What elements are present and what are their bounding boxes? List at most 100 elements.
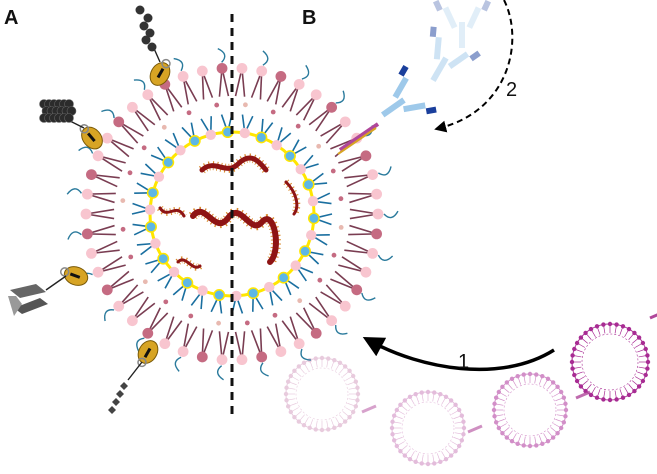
micelle-tail — [506, 382, 513, 390]
micelle-head — [493, 395, 499, 400]
micelle-tail — [538, 435, 543, 444]
lipid-anchor-linker — [337, 127, 377, 155]
protein-cluster-bead — [64, 113, 74, 123]
process-arrows — [362, 0, 555, 372]
inner-lipid-head — [277, 271, 290, 284]
anchor-ring — [161, 58, 171, 69]
ligand-tether — [127, 361, 143, 381]
outer-lipid-head — [81, 188, 93, 200]
inner-lipid-head — [144, 204, 156, 215]
inner-lipid-head — [307, 212, 320, 225]
micelle-tail — [339, 414, 346, 422]
sirna-strand — [158, 206, 186, 218]
cholesterol-dot — [214, 102, 220, 108]
outer-lipid-head — [86, 247, 97, 259]
micelle-tail — [631, 380, 640, 387]
cholesterol-dot — [161, 124, 167, 130]
inner-lipid-head — [197, 285, 208, 296]
antibody — [433, 0, 491, 48]
inner-lipid-head — [264, 281, 275, 293]
inner-lipid-head — [168, 266, 180, 278]
outer-lipid-head — [142, 89, 154, 101]
outer-lipid-head — [293, 338, 305, 350]
anchor-ring — [59, 267, 70, 277]
micelle-tail — [637, 371, 646, 376]
micelle-tail — [290, 407, 299, 413]
micelle-ligand — [467, 424, 483, 434]
cholesterol-dot — [243, 102, 248, 108]
micelle-tail — [415, 394, 420, 403]
micelle-tail — [555, 418, 564, 423]
micelle-tail — [294, 370, 302, 377]
cholesterol-dot — [330, 168, 336, 174]
micelle-tail — [637, 348, 646, 353]
micelle-tail — [494, 403, 504, 406]
micelle-tail — [498, 423, 507, 429]
micelle-tail — [348, 398, 358, 401]
micelle-tail — [400, 404, 408, 411]
outer-lipid-head — [86, 169, 97, 181]
gold-anchor — [79, 124, 103, 150]
inner-lipid-head — [271, 140, 282, 151]
micelle-tail — [451, 441, 460, 447]
micelle-tail — [547, 382, 554, 390]
cholesterol-dot — [216, 320, 221, 326]
peg-chain — [377, 254, 394, 262]
micelle-tail — [574, 348, 583, 353]
micelle-tail — [511, 378, 517, 387]
micelle-head — [588, 326, 594, 332]
micelle-tail — [309, 360, 314, 369]
outer-lipid-head — [275, 346, 287, 357]
micelle-head — [288, 373, 294, 379]
inner-lipid-head — [306, 230, 317, 241]
micelle-tail — [347, 402, 356, 407]
lipid-anchor — [338, 122, 380, 152]
sirna-strand — [176, 258, 202, 269]
outer-lipid-head — [326, 315, 338, 327]
micelle-head — [332, 357, 337, 363]
micelle-tail — [286, 398, 296, 401]
micelle-tail — [436, 394, 441, 403]
inner-lipid-head — [295, 164, 306, 175]
antibody-arm — [466, 6, 482, 29]
gold-anchor — [149, 58, 171, 86]
cholesterol-dot — [338, 225, 344, 230]
micelle-tail — [634, 342, 644, 348]
micelle-tail — [553, 423, 562, 429]
cholesterol-dot — [120, 198, 126, 203]
outer-lipid-head — [360, 150, 372, 162]
micelle-tail — [330, 360, 335, 369]
inner-lipid-head — [175, 145, 186, 156]
glycan-bead — [112, 398, 120, 406]
outer-lipid-head — [216, 62, 228, 74]
sirna-strand — [284, 180, 299, 216]
micelle-tail — [441, 396, 447, 405]
micelle-tail — [619, 389, 624, 398]
outer-lipid-head — [310, 89, 322, 101]
micelle-tail — [404, 400, 411, 408]
micelle-tail — [624, 328, 630, 338]
micelle-tail — [506, 430, 513, 438]
micelle-tail — [345, 407, 354, 413]
micelle-tail — [348, 387, 358, 390]
micelle-head — [285, 379, 291, 384]
peg-chain — [78, 146, 94, 154]
micelle-tail — [451, 409, 460, 415]
micelle-tail — [453, 415, 462, 420]
outer-lipid-head — [177, 71, 189, 82]
micelle-tail — [603, 390, 606, 400]
micelle-tail — [315, 358, 318, 368]
micelle-head — [443, 394, 449, 400]
micelle-tail — [534, 436, 537, 446]
outer-lipid-head — [367, 247, 378, 259]
peg-chain — [300, 348, 311, 361]
cholesterol-dot — [142, 279, 148, 285]
micelle-tail — [303, 362, 309, 371]
micelle-tail — [335, 362, 341, 371]
micelle-tail — [290, 375, 299, 381]
micelle-tail — [394, 436, 403, 441]
antibody-fab-tip — [429, 26, 437, 38]
micelle-tail — [603, 324, 606, 334]
micelle-outline — [285, 357, 359, 431]
